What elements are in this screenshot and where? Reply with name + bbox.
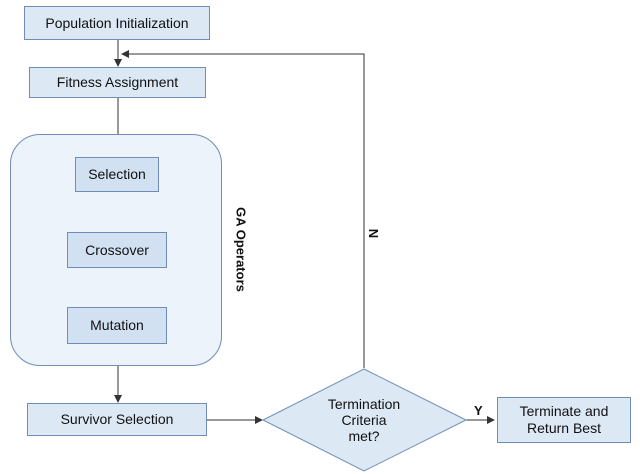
terminate-line-1: Terminate and	[519, 403, 609, 419]
edge-label-yes: Y	[474, 403, 483, 418]
edge-termination-no-loop	[121, 50, 365, 368]
selection-box: Selection	[75, 157, 159, 192]
crossover-box: Crossover	[67, 232, 167, 268]
terminate-line-2: Return Best	[527, 420, 601, 436]
population-initialization-box: Population Initialization	[24, 6, 210, 40]
terminate-return-best-box: Terminate and Return Best	[497, 397, 631, 443]
termination-label: Termination Criteria met?	[293, 392, 435, 448]
termination-diamond	[261, 368, 468, 472]
termination-line-2: Criteria	[341, 412, 387, 428]
survivor-selection-box: Survivor Selection	[27, 403, 207, 436]
termination-line-3: met?	[348, 428, 380, 444]
termination-line-1: Termination	[327, 396, 401, 412]
edge-label-no: N	[366, 228, 382, 239]
ga-operators-label: GA Operators	[233, 207, 249, 292]
mutation-box: Mutation	[67, 307, 167, 344]
fitness-assignment-box: Fitness Assignment	[29, 67, 206, 98]
